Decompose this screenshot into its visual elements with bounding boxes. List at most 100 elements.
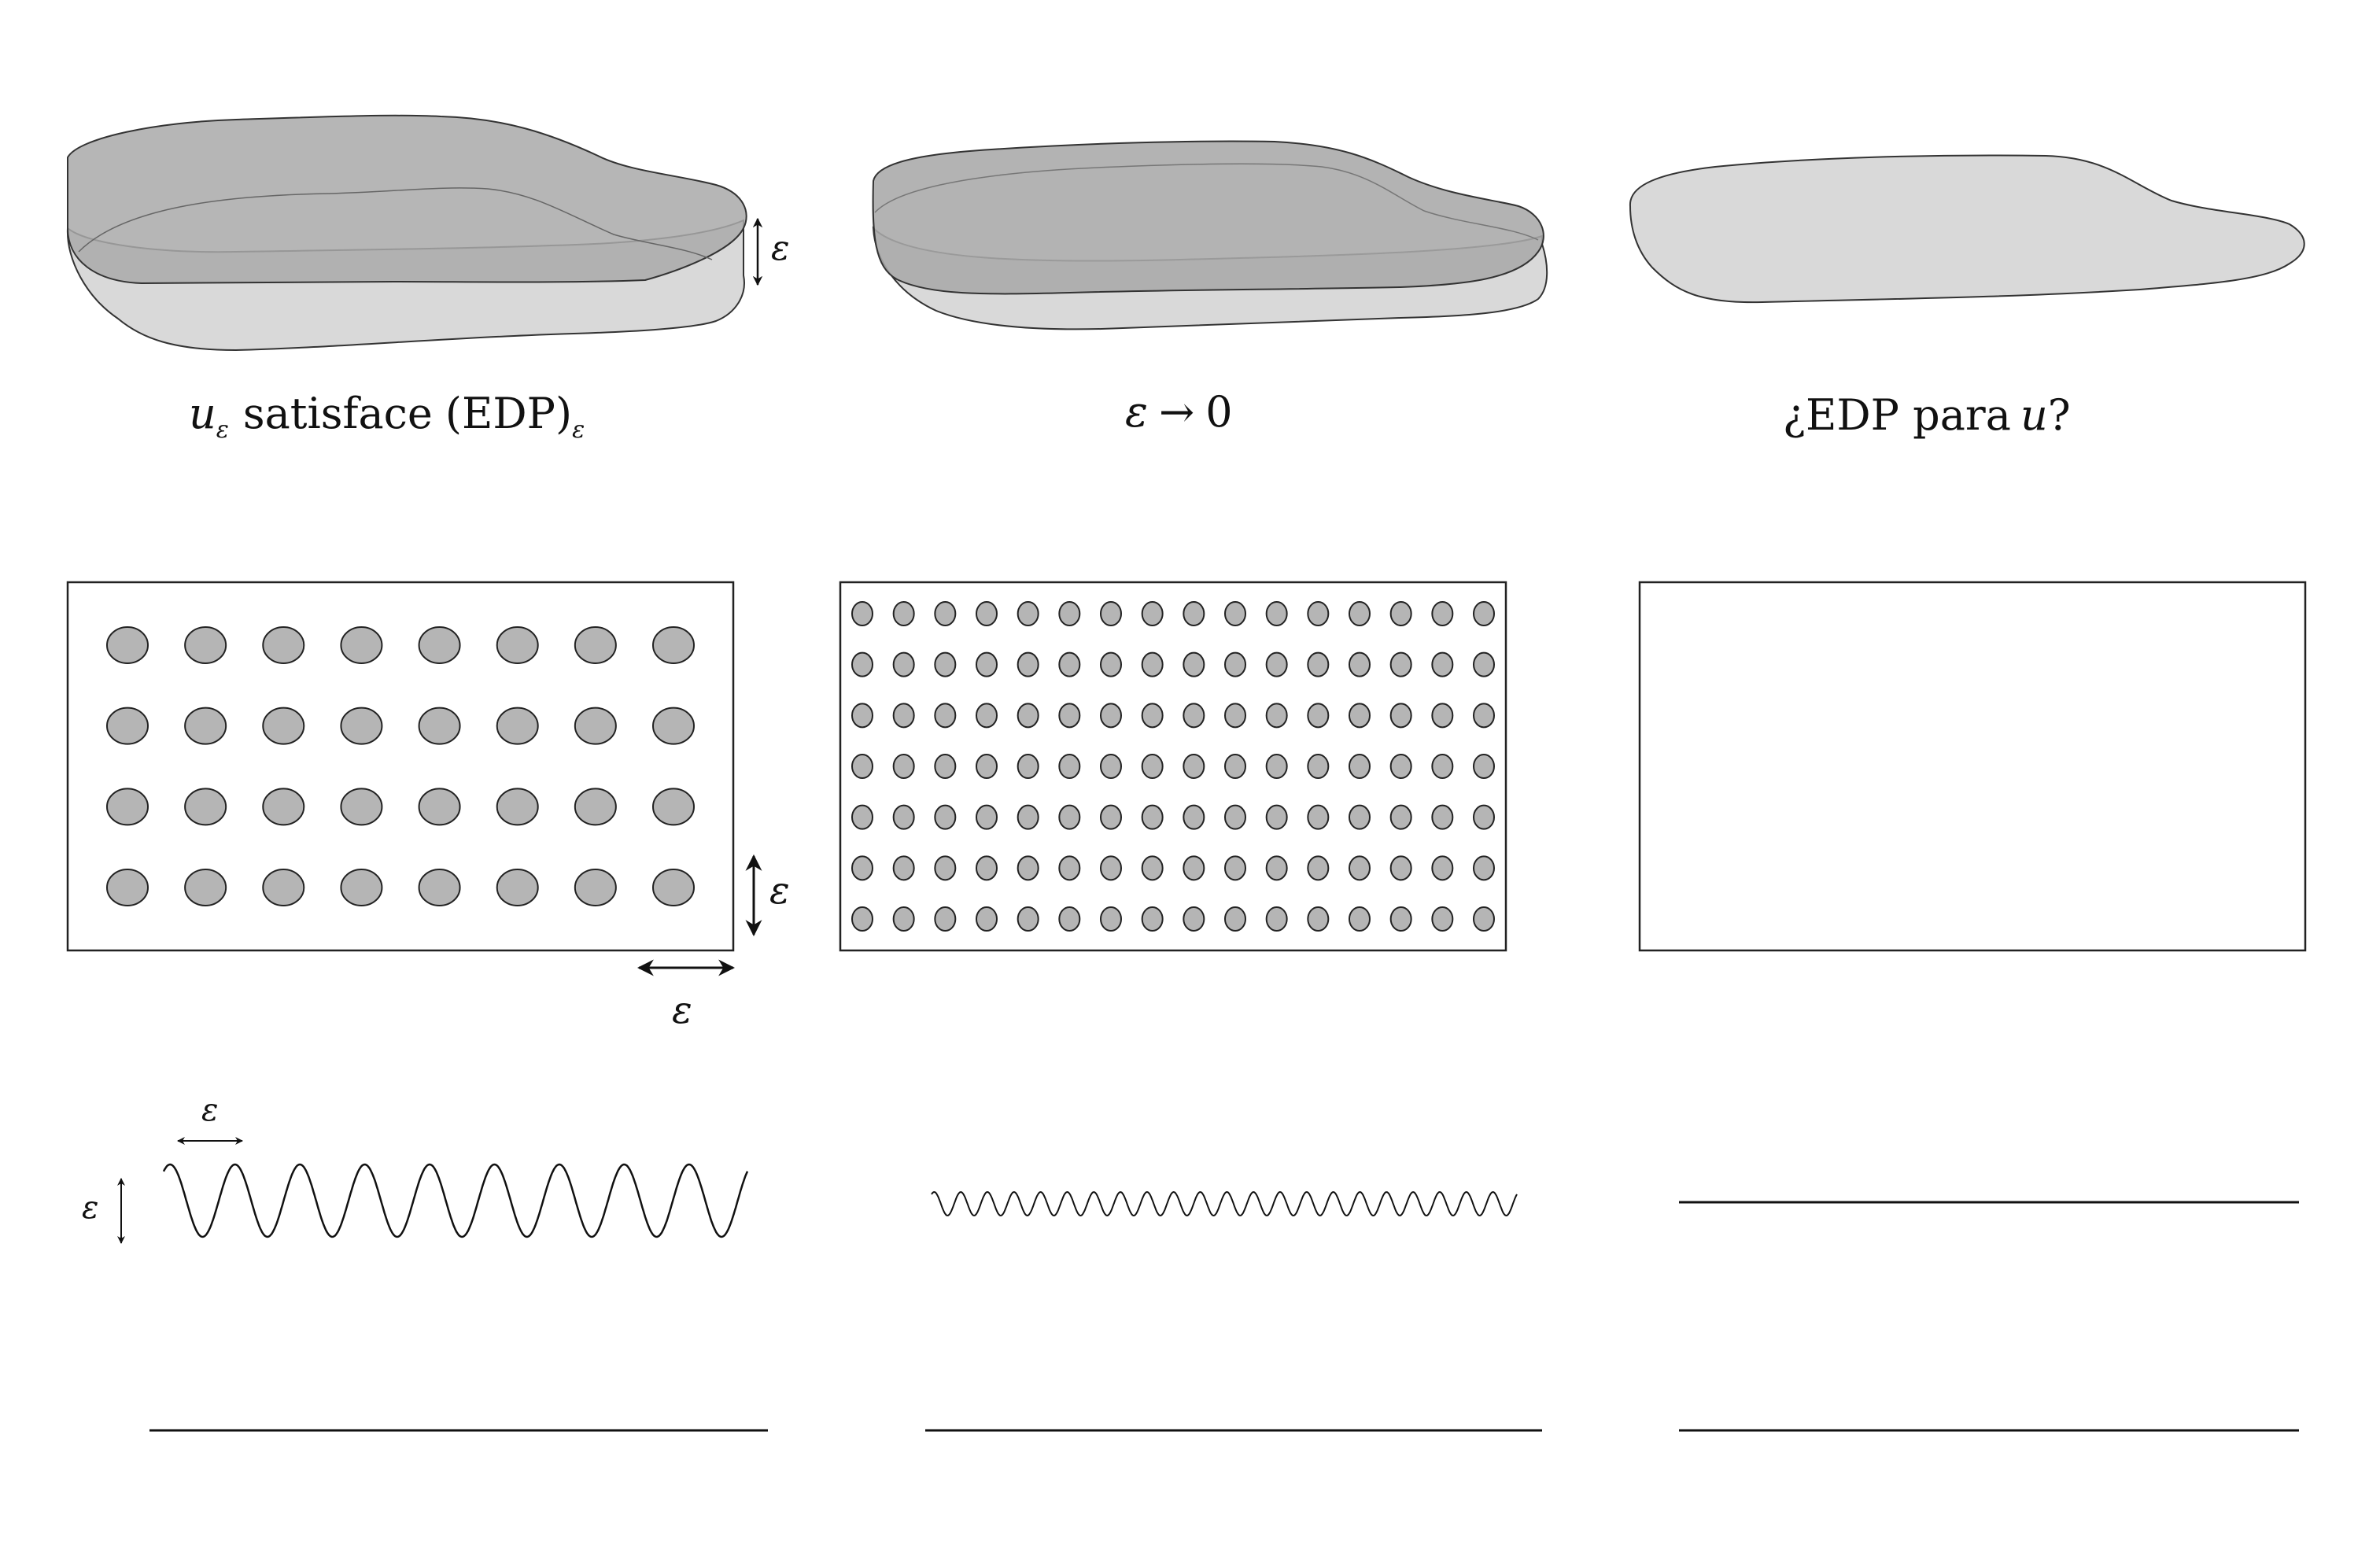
perforation-hole — [851, 651, 873, 677]
perforation-hole — [1349, 703, 1371, 729]
perforation-hole — [574, 869, 617, 906]
epsilon-label: ε — [82, 1190, 98, 1226]
perforation-hole — [1349, 855, 1371, 881]
perforation-hole — [1431, 703, 1454, 729]
perforation-hole — [1100, 703, 1122, 729]
epsilon-label: ε — [672, 988, 692, 1032]
epsilon-label: ε — [771, 228, 790, 268]
perforation-hole — [1389, 804, 1412, 830]
perforation-hole — [1473, 651, 1495, 677]
perforation-hole — [574, 788, 617, 826]
perforation-hole — [1389, 906, 1412, 932]
perforation-hole — [1389, 703, 1412, 729]
caption-epsilon-to-zero: ε→0 — [1125, 387, 1233, 437]
perforation-hole — [1058, 651, 1081, 677]
perforation-hole — [1349, 651, 1371, 677]
perforation-hole — [262, 788, 305, 826]
perforation-hole — [1141, 754, 1164, 779]
perforation-hole — [976, 855, 998, 881]
perforation-hole — [496, 707, 539, 745]
perforation-hole — [1307, 703, 1330, 729]
perforation-hole — [496, 869, 539, 906]
perforation-hole — [1017, 804, 1039, 830]
perforation-hole — [1307, 855, 1330, 881]
perforation-hole — [1017, 651, 1039, 677]
perforation-hole — [1100, 906, 1122, 932]
thin-domain-hidden-edge — [78, 187, 713, 260]
perforation-hole — [976, 754, 998, 779]
perforation-hole — [1183, 804, 1205, 830]
perforation-hole — [1431, 601, 1454, 626]
perforation-hole — [496, 626, 539, 664]
perforation-hole — [106, 707, 149, 745]
perforation-hole — [976, 804, 998, 830]
perforation-hole — [1265, 601, 1288, 626]
perforation-hole — [1141, 804, 1164, 830]
perforated-domain-coarse — [66, 581, 735, 952]
perforation-hole — [976, 651, 998, 677]
thin-domain-panel-3 — [1629, 154, 2305, 304]
perforation-hole — [1431, 855, 1454, 881]
perforation-hole — [892, 703, 915, 729]
perforation-hole — [1017, 906, 1039, 932]
perforation-hole — [1224, 651, 1246, 677]
perforation-hole — [574, 626, 617, 664]
perforation-hole — [262, 869, 305, 906]
perforation-hole — [1265, 651, 1288, 677]
perforation-hole — [1017, 855, 1039, 881]
perforation-hole — [1265, 855, 1288, 881]
perforation-hole — [418, 626, 461, 664]
perforation-hole — [892, 754, 915, 779]
perforation-hole — [1100, 855, 1122, 881]
perforation-hole — [1141, 855, 1164, 881]
perforation-hole — [1473, 804, 1495, 830]
perforation-hole — [1058, 855, 1081, 881]
perforation-hole — [1058, 703, 1081, 729]
perforation-hole — [851, 855, 873, 881]
perforation-hole — [851, 601, 873, 626]
epsilon-label: ε — [769, 869, 790, 913]
perforation-hole — [892, 906, 915, 932]
perforation-hole — [934, 703, 957, 729]
epsilon-label: ε — [201, 1092, 218, 1128]
perforation-hole — [1265, 804, 1288, 830]
perforation-hole — [1389, 651, 1412, 677]
perforation-hole — [1307, 601, 1330, 626]
perforation-hole — [1224, 601, 1246, 626]
perforation-hole — [340, 626, 383, 664]
perforation-hole — [1183, 703, 1205, 729]
perforation-hole — [934, 906, 957, 932]
perforation-hole — [1307, 906, 1330, 932]
thin-domain-top-surface — [872, 140, 1544, 295]
perforation-hole — [934, 651, 957, 677]
perforation-hole — [934, 855, 957, 881]
perforation-hole — [106, 869, 149, 906]
perforation-hole — [1389, 754, 1412, 779]
perforation-hole — [1349, 601, 1371, 626]
perforation-hole — [1183, 601, 1205, 626]
perforation-hole — [652, 788, 695, 826]
perforation-hole — [1349, 804, 1371, 830]
perforation-hole — [184, 869, 227, 906]
perforation-hole — [976, 703, 998, 729]
perforation-hole — [1473, 601, 1495, 626]
perforation-hole — [652, 869, 695, 906]
perforation-hole — [934, 804, 957, 830]
perforation-hole — [574, 707, 617, 745]
thin-domain-panel-2 — [872, 140, 1548, 330]
perforation-hole — [1058, 754, 1081, 779]
perforation-hole — [1224, 855, 1246, 881]
perforation-hole — [1431, 651, 1454, 677]
thin-domain-top-surface — [67, 114, 747, 285]
perforation-hole — [1265, 703, 1288, 729]
perforation-hole — [1017, 754, 1039, 779]
perforation-hole — [1141, 703, 1164, 729]
perforation-hole — [934, 601, 957, 626]
perforation-hole — [1017, 703, 1039, 729]
perforation-hole — [1389, 601, 1412, 626]
perforation-hole — [1265, 906, 1288, 932]
thin-domain-panel-1: ε — [66, 114, 790, 352]
perforation-hole — [1307, 754, 1330, 779]
